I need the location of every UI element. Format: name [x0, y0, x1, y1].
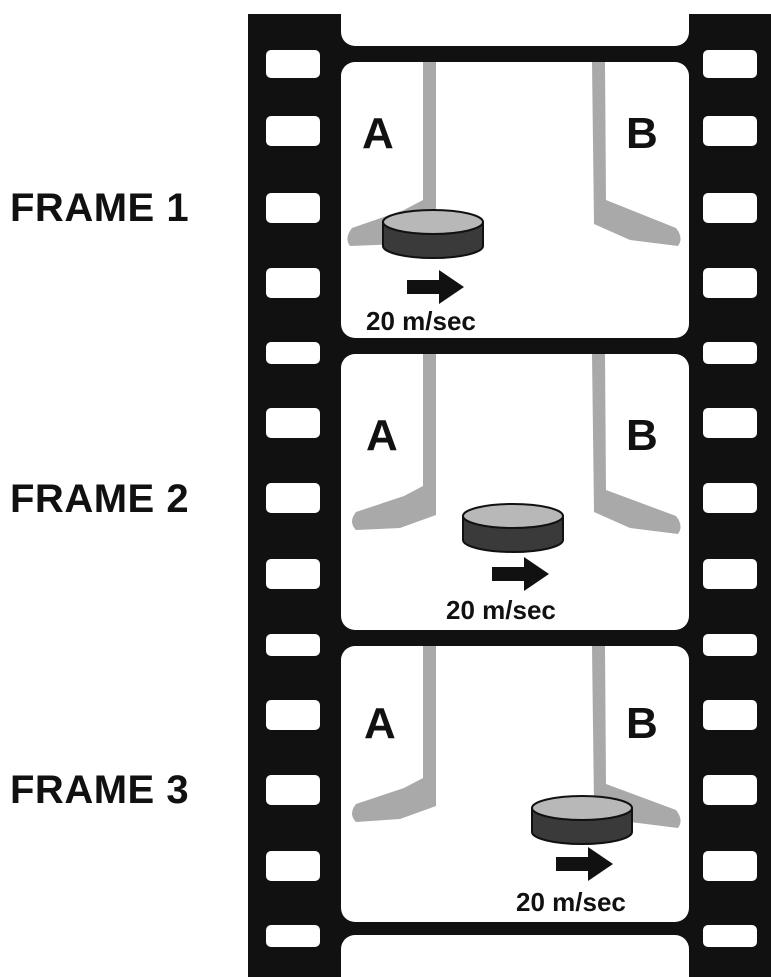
velocity-arrow-icon	[492, 557, 549, 591]
stick-a-label: A	[364, 699, 396, 748]
frame-1: A B 20 m/sec	[341, 62, 689, 338]
stick-a-icon	[352, 646, 436, 822]
frame-3: A B 20 m/sec	[341, 646, 689, 922]
frame-3-label: FRAME 3	[10, 768, 190, 812]
stick-b-label: B	[626, 411, 658, 460]
frame-2-label: FRAME 2	[10, 477, 190, 521]
stick-b-label: B	[626, 699, 658, 748]
frame-2: A B 20 m/sec	[341, 354, 689, 630]
velocity-arrow-icon	[407, 270, 464, 304]
right-sprocket-holes	[703, 50, 757, 947]
stick-a-label: A	[366, 411, 398, 460]
frame-1-window	[341, 62, 689, 338]
frame-3-window	[341, 646, 689, 922]
partial-frame-top	[341, 0, 689, 46]
stick-b-icon	[592, 62, 681, 246]
stick-a-label: A	[362, 109, 394, 158]
puck-icon	[531, 795, 633, 845]
stick-b-label: B	[626, 109, 658, 158]
velocity-arrow-icon	[556, 847, 613, 881]
speed-label: 20 m/sec	[366, 306, 476, 336]
left-sprocket-holes	[266, 50, 320, 947]
stick-b-icon	[592, 354, 681, 534]
stick-b-icon	[592, 646, 681, 828]
puck-icon	[462, 503, 564, 553]
frame-1-label: FRAME 1	[10, 186, 190, 230]
partial-frame-bottom	[341, 935, 689, 977]
speed-label: 20 m/sec	[516, 887, 626, 917]
puck-icon	[382, 209, 484, 259]
frame-2-window	[341, 354, 689, 630]
stick-a-icon	[352, 354, 436, 530]
speed-label: 20 m/sec	[446, 595, 556, 625]
